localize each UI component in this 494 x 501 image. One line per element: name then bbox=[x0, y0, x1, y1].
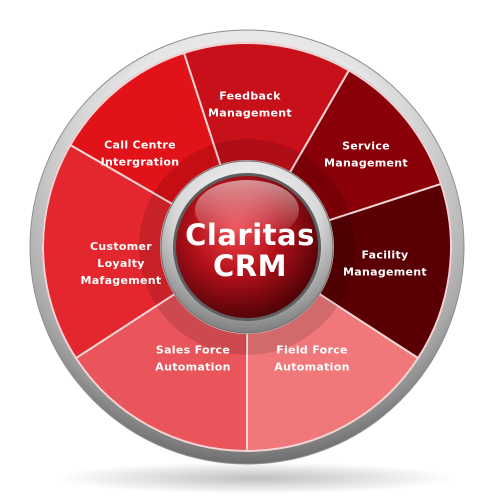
segment-label-customer-loyalty-management: Loyalty bbox=[97, 257, 144, 270]
segment-label-facility-management: Management bbox=[343, 266, 427, 279]
segment-label-service-management: Service bbox=[342, 140, 390, 153]
segment-label-facility-management: Facility bbox=[362, 249, 409, 262]
floor-shadow bbox=[55, 462, 455, 494]
hub-gloss bbox=[195, 180, 299, 240]
segment-shade-sales-force-automation bbox=[156, 293, 247, 355]
segment-shade-service-management bbox=[290, 153, 350, 221]
segment-label-feedback-management: Feedback bbox=[219, 90, 281, 103]
segment-shade-facility-management bbox=[319, 213, 355, 306]
segment-label-sales-force-automation: Sales Force bbox=[156, 344, 230, 357]
segment-shade-feedback-management bbox=[213, 138, 301, 173]
segment-label-feedback-management: Management bbox=[208, 107, 292, 120]
segment-shade-call-centre-integration bbox=[153, 144, 221, 204]
segment-label-service-management: Management bbox=[324, 157, 408, 170]
segment-shade-customer-loyalty-management bbox=[139, 193, 175, 306]
segment-label-field-force-automation: Automation bbox=[274, 361, 349, 374]
segment-label-call-centre-integration: Call Centre bbox=[104, 139, 176, 152]
segment-label-sales-force-automation: Automation bbox=[155, 361, 230, 374]
center-title-line1: Claritas bbox=[185, 218, 315, 252]
segment-shade-field-force-automation bbox=[247, 293, 338, 355]
segment-label-customer-loyalty-management: Mafagement bbox=[81, 274, 162, 287]
center-title-line2: CRM bbox=[213, 249, 287, 283]
segment-label-field-force-automation: Field Force bbox=[276, 344, 348, 357]
segment-ring: FeedbackManagementServiceManagementFacil… bbox=[42, 42, 452, 453]
segment-label-call-centre-integration: Intergration bbox=[101, 156, 180, 169]
segment-label-customer-loyalty-management: Customer bbox=[90, 240, 152, 253]
